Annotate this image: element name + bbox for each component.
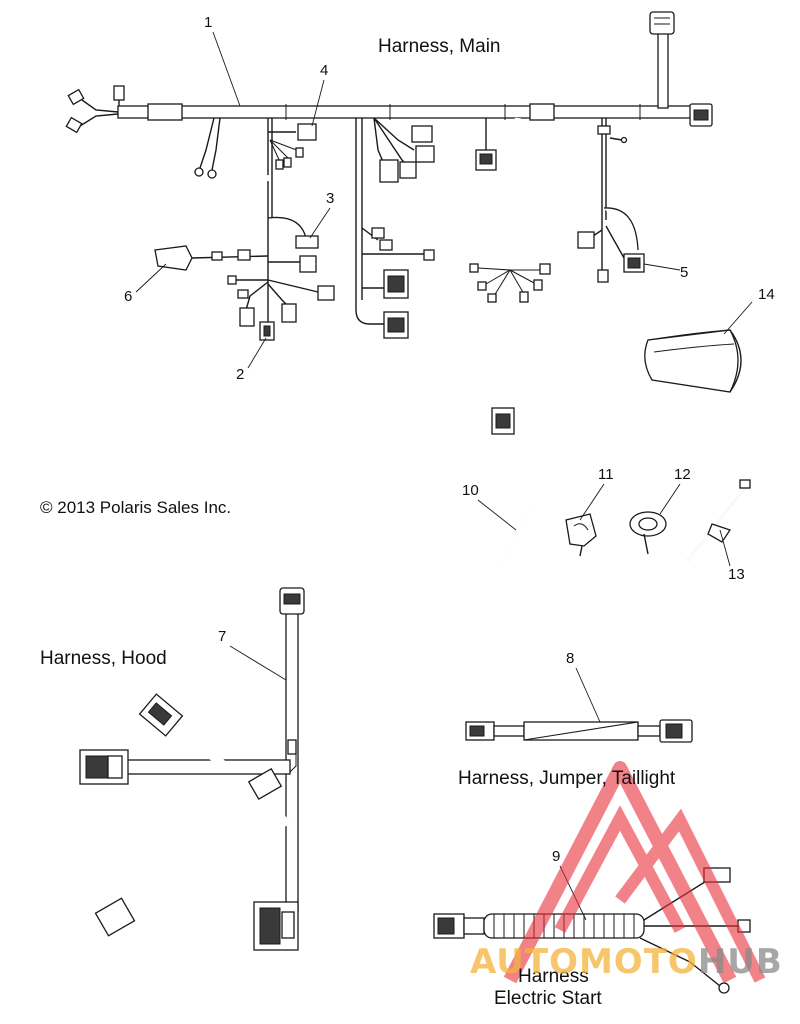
part-14-boot bbox=[644, 329, 742, 393]
callout-1: 1 bbox=[204, 14, 213, 31]
watermark-logo-mark bbox=[503, 761, 766, 984]
main-harness bbox=[65, 11, 713, 435]
callout-2: 2 bbox=[236, 366, 245, 383]
title-harness-hood: Harness, Hood bbox=[40, 648, 167, 669]
callout-14: 14 bbox=[758, 286, 775, 303]
copyright-notice: © 2013 Polaris Sales Inc. bbox=[40, 498, 232, 517]
leader-lines bbox=[135, 31, 753, 921]
callout-3: 3 bbox=[326, 190, 335, 207]
callout-11: 11 bbox=[598, 466, 614, 483]
hood-harness bbox=[79, 587, 305, 951]
watermark-part2: HUB bbox=[697, 942, 783, 982]
title-harness-estart-line1: Harness bbox=[518, 966, 589, 987]
callout-8: 8 bbox=[566, 650, 575, 667]
callout-10: 10 bbox=[462, 482, 479, 499]
title-harness-main: Harness, Main bbox=[378, 36, 501, 57]
callout-9: 9 bbox=[552, 848, 561, 865]
watermark-automotohub: AUTOMOTOHUB bbox=[470, 942, 783, 982]
title-harness-jumper: Harness, Jumper, Taillight bbox=[458, 768, 676, 789]
title-harness-estart-line2: Electric Start bbox=[494, 988, 602, 1009]
callout-5: 5 bbox=[680, 264, 689, 281]
watermark-part1: AUTOMOTO bbox=[470, 942, 698, 982]
callout-12: 12 bbox=[674, 466, 691, 483]
jumper-taillight-harness bbox=[465, 719, 693, 743]
callout-6: 6 bbox=[124, 288, 133, 305]
callout-13: 13 bbox=[728, 566, 745, 583]
callout-4: 4 bbox=[320, 62, 329, 79]
callout-7: 7 bbox=[218, 628, 227, 645]
fasteners bbox=[499, 479, 751, 567]
